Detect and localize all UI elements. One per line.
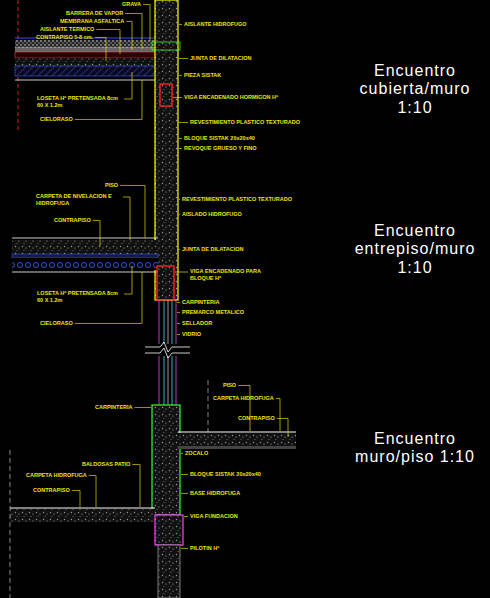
leader-line — [123, 197, 130, 240]
part-label: PIEZA SISTAK — [184, 72, 221, 79]
part-label: MEMBRANA ASFALTICA — [60, 18, 124, 25]
part-label: PREMARCO METALICO — [182, 309, 244, 316]
part-label: LOSETA Hº PRETENSADA 8cm 60 X 1.2m — [37, 290, 122, 304]
leader-line — [143, 4, 150, 41]
part-label: SELLADOR — [182, 320, 212, 327]
leader-line — [124, 266, 132, 294]
part-label: REVESTIMIENTO PLASTICO TEXTURADO — [182, 196, 292, 203]
leader-line — [132, 464, 140, 507]
leader-line — [124, 72, 132, 99]
leader-line — [179, 138, 182, 139]
leader-line — [72, 490, 80, 507]
leader-line — [95, 37, 106, 61]
leader-line — [179, 148, 182, 149]
leader-line — [173, 97, 182, 98]
leader-line — [135, 407, 151, 408]
leader-line — [177, 312, 180, 313]
part-label: CONTRAPISO — [238, 415, 275, 422]
part-label: GRAVA — [122, 1, 141, 8]
part-label: AISLANTE TERMICO — [40, 26, 94, 33]
leader-line — [181, 474, 188, 475]
leader-line — [177, 323, 180, 324]
leader-line — [89, 475, 96, 507]
part-label: REVESTIMIENTO PLASTICO TEXTURADO — [190, 119, 300, 126]
part-label: BLOQUE SISTAK 20x20x40 — [190, 471, 261, 478]
part-label: CIELORASO — [40, 116, 73, 123]
leader-line — [181, 453, 183, 454]
part-label: PILOTIN Hº — [190, 545, 219, 552]
leader-line — [277, 418, 288, 437]
leader-line — [181, 548, 188, 549]
leader-line — [96, 29, 120, 54]
part-label: CARPETA HIDROFUGA — [26, 472, 87, 479]
part-label: JUNTA DE DILATACION — [182, 246, 244, 253]
part-label: CONTRAPISO — [54, 217, 91, 224]
part-label: VIGA FUNDACION — [190, 513, 238, 520]
part-label: BASE HIDROFUGA — [190, 490, 240, 497]
leader-line — [179, 24, 182, 25]
leader-line — [179, 122, 188, 123]
leader-line — [238, 385, 250, 431]
part-label: JUNTA DE DILATACION — [190, 55, 252, 62]
part-label: CONTRAPISO 5-8 cm. — [36, 34, 93, 41]
leader-line — [276, 398, 280, 431]
leader-line — [184, 516, 188, 517]
part-label: PISO — [105, 182, 118, 189]
leader-line — [179, 199, 180, 200]
detail-title: Encuentro muro/piso 1:10 — [340, 430, 490, 467]
part-label: AISLADO HIDROFUGO — [182, 211, 242, 218]
leader-line — [120, 185, 145, 238]
part-label: CARPETA HIDROFUGA — [213, 395, 274, 402]
leader-line — [177, 334, 180, 335]
part-label: CARPINTERIA — [182, 299, 220, 306]
part-label: LOSETA Hº PRETENSADA 8cm 60 X 1.2m — [37, 95, 122, 109]
part-label: ZOCALO — [185, 450, 208, 457]
leader-line — [125, 13, 142, 49]
part-label: VIGA ENCADENADO HORMIGON Hº — [184, 94, 278, 101]
part-label: CONTRAPISO — [33, 487, 70, 494]
leader-line — [179, 214, 180, 215]
detail-title: Encuentro entrepiso/muro 1:10 — [340, 222, 490, 277]
detail-title: Encuentro cubierta/muro 1:10 — [340, 62, 490, 117]
part-label: BARRERA DE VAPOR — [66, 10, 123, 17]
leader-line — [179, 58, 188, 59]
part-label: CARPETA DE NIVELACION E HIDROFUGA — [36, 193, 121, 207]
leader-line — [179, 249, 180, 250]
leader-line — [126, 21, 132, 50]
part-label: VIGA ENCADENADO PARA BLOQUE Hº — [190, 268, 280, 282]
part-label: BLOQUE SISTAK 20x20x40 — [184, 135, 255, 142]
leader-line — [75, 272, 142, 323]
part-label: CIELORASO — [40, 320, 73, 327]
part-label: PISO — [223, 382, 236, 389]
part-label: REVOQUE GRUESO Y FINO — [184, 145, 257, 152]
part-label: CARPINTERIA — [95, 404, 133, 411]
leader-line — [179, 75, 182, 76]
leader-line — [181, 493, 188, 494]
leader-line — [177, 302, 180, 303]
leader-line — [93, 220, 100, 246]
part-label: BALDOSAS PATIO — [82, 461, 130, 468]
leader-line — [175, 272, 188, 273]
part-label: VIDRIO — [182, 331, 201, 338]
part-label: AISLANTE HIDROFUGO — [184, 21, 247, 28]
